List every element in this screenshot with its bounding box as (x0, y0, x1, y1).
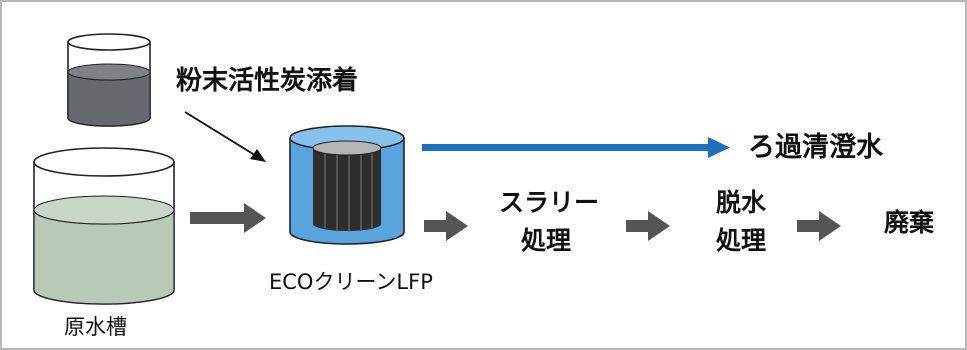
tank-to-filter-arrow (190, 203, 266, 233)
dewater-to-disposal-arrow (797, 211, 841, 241)
dewater-label-line2: 処理 (716, 226, 767, 255)
filtered-water-label: ろ過清澄水 (748, 132, 883, 163)
disposal-label: 廃棄 (884, 208, 935, 237)
eco-filter-unit (289, 125, 405, 245)
slurry-label-line2: 処理 (521, 226, 572, 255)
filtered-water-arrow (422, 137, 730, 158)
powder-carbon-beaker (67, 33, 151, 127)
slurry-to-dewater-arrow (626, 211, 670, 241)
eco-filter-label: ECOクリーンLFP (269, 270, 433, 294)
powder-carbon-label: 粉末活性炭添着 (176, 66, 359, 96)
filter-to-slurry-arrow (424, 211, 468, 241)
raw-tank-label: 原水槽 (64, 315, 127, 339)
raw-water-tank (33, 147, 175, 305)
slurry-label-line1: スラリー (499, 188, 600, 217)
powder-feed-arrow (184, 111, 266, 162)
dewater-label-line1: 脱水 (716, 188, 767, 217)
